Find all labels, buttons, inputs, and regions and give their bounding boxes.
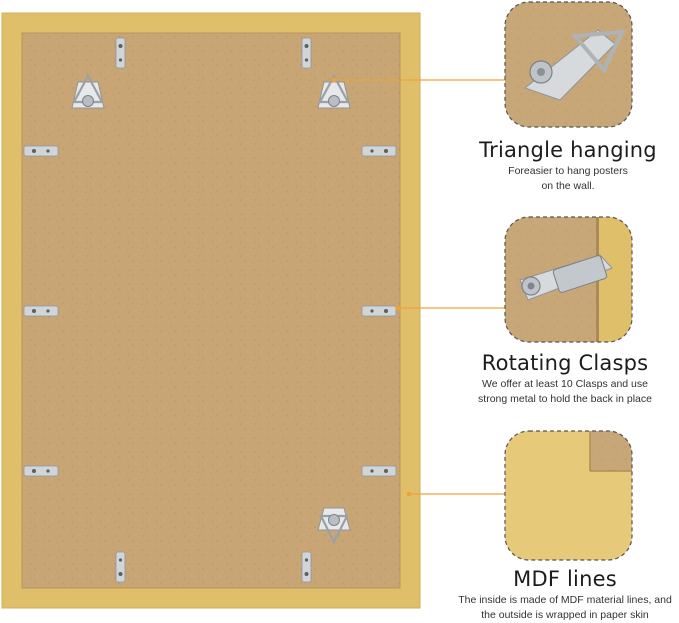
triangle-hanger-icon — [71, 73, 351, 545]
feature-rotating-clasps: Rotating Clasps We offer at least 10 Cla… — [452, 350, 678, 407]
feature-description: Foreasier to hang posters on the wall. — [508, 165, 628, 192]
callout-lines — [331, 77, 505, 497]
feature-triangle-hanging: Triangle hanging Foreasier to hang poste… — [458, 137, 678, 194]
detail-triangle-hanger — [504, 1, 633, 128]
feature-title: Triangle hanging — [479, 138, 657, 162]
mdf-backboard — [22, 33, 400, 588]
feature-mdf-lines: MDF lines The inside is made of MDF mate… — [452, 566, 678, 623]
detail-rotating-clasp — [504, 216, 633, 343]
feature-description: The inside is made of MDF material lines… — [458, 594, 672, 621]
feature-description: We offer at least 10 Clasps and use stro… — [478, 378, 652, 405]
sawtooth-clip-icon — [115, 37, 312, 583]
feature-title: MDF lines — [513, 567, 617, 591]
feature-title: Rotating Clasps — [481, 351, 649, 375]
rotating-clasp-icon — [23, 145, 397, 477]
detail-mdf-corner — [504, 430, 633, 561]
